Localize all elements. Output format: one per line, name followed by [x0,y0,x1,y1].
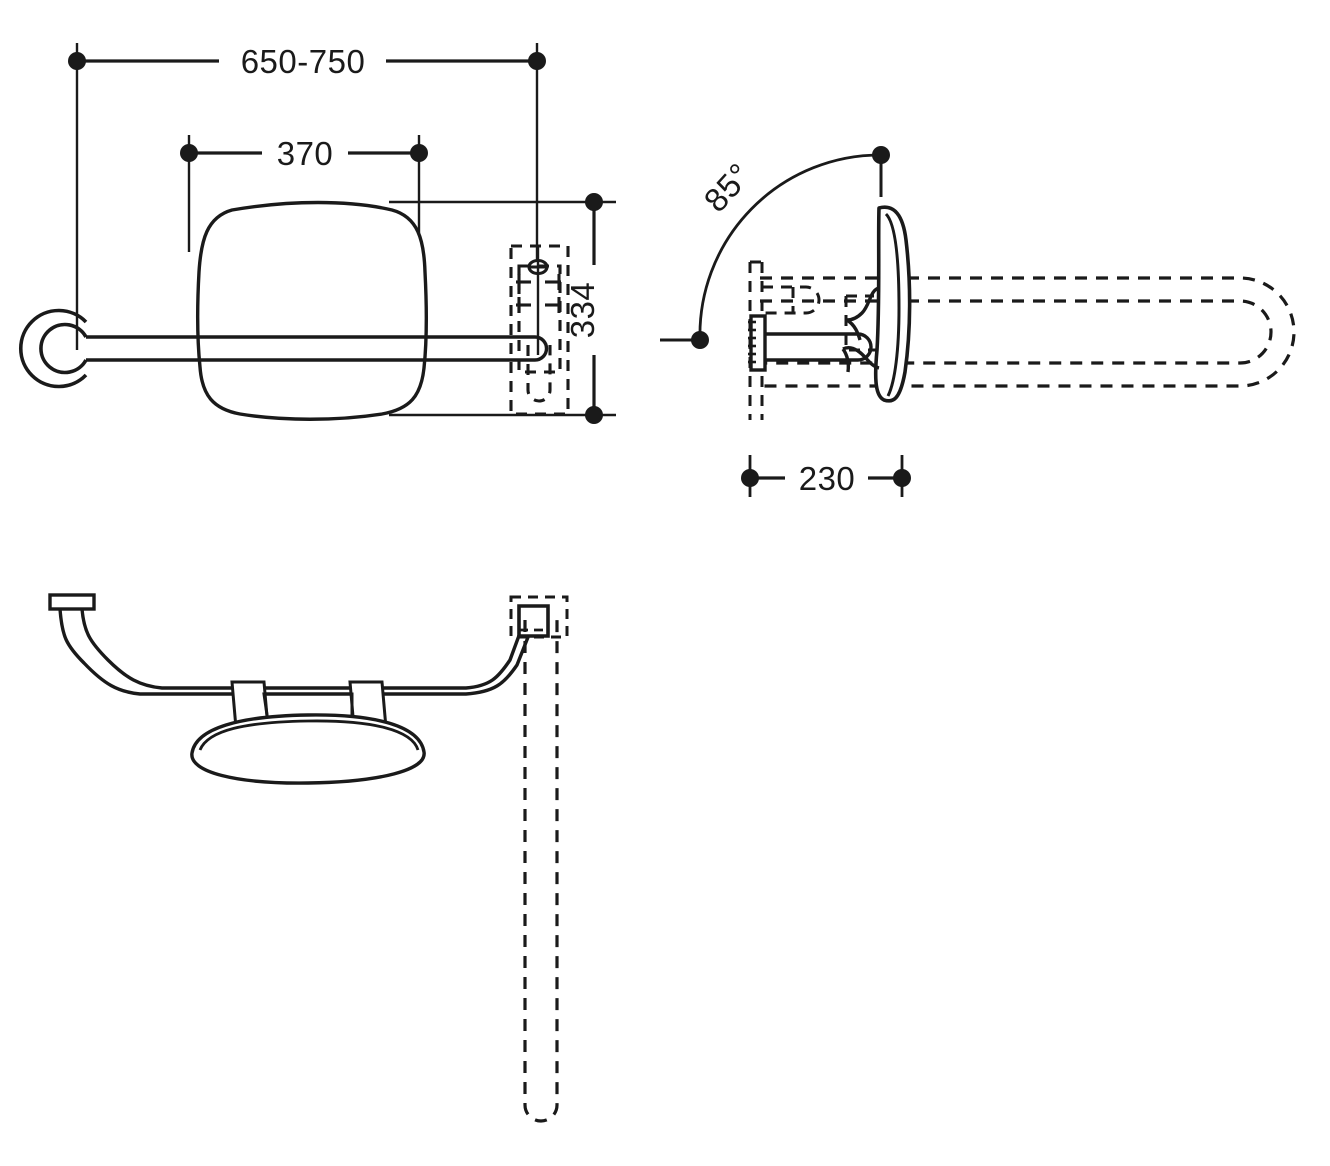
dimension-height-overall: 334 [564,193,603,424]
front-view: 650-750 370 334 [18,43,616,424]
dimension-dot [585,406,603,424]
dimension-width-overall: 650-750 [68,43,546,80]
backrest-support-arms-side [841,286,880,373]
dimension-label-depth-backrest: 230 [799,460,856,497]
wall-plate-side [748,314,767,372]
dimension-backrest-width: 370 [180,135,428,172]
dimension-dot [180,144,198,162]
dimension-label-width-overall: 650-750 [241,43,366,80]
dimension-dot [528,52,546,70]
plan-view [48,593,569,1123]
dimension-dot [893,469,911,487]
wall-flange-plan [48,593,96,611]
hinge-bracket-plan [517,604,550,638]
dimension-dot [872,146,890,164]
dimension-dot [68,52,86,70]
backrest-pad-side-inner [884,212,901,397]
support-rail-front [86,335,549,362]
rail-stub-side [765,332,873,362]
backrest-pad-plan [190,713,426,785]
rail-horizontal-hidden-side [760,276,1296,388]
rail-end-ring-front [18,308,88,389]
dimension-label-height-overall: 334 [564,282,601,339]
dimension-label-backrest-width: 370 [277,135,334,172]
dimension-dot [691,331,709,349]
rail-folded-hidden-plan [523,620,559,1123]
dimension-depth-backrest: 230 [741,455,911,497]
backrest-pad-side-outer [873,205,912,403]
dimension-dot [741,469,759,487]
dimension-dot [585,193,603,211]
support-rail-plan [58,608,536,696]
dimension-dot [410,144,428,162]
backrest-pad-front [195,200,429,421]
